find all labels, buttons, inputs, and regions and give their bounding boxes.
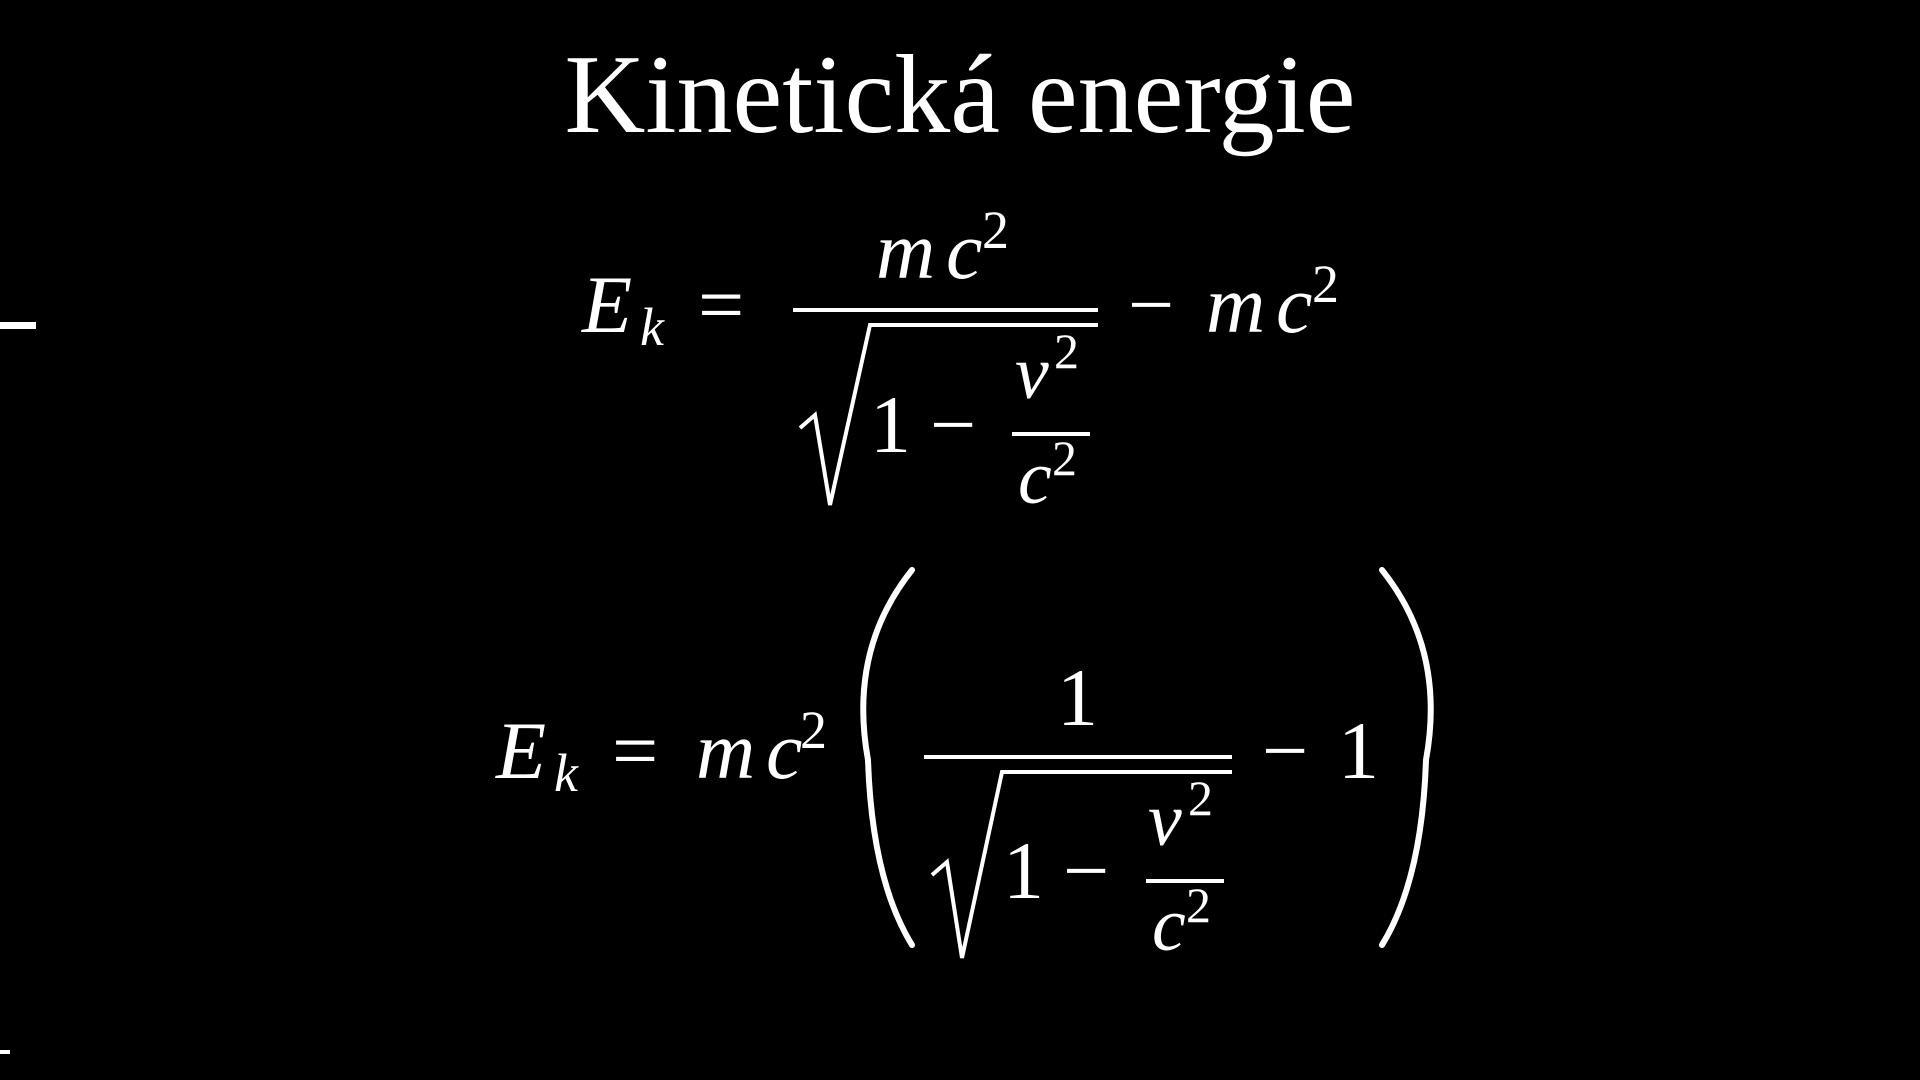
eq2-inner-num-v: v [1148,778,1182,862]
eq2-num-one: 1 [1057,652,1098,743]
eq2-inner-den-c: c [1152,883,1186,967]
eq2-pre-m: m [696,705,755,796]
eq1-lhs-sub: k [640,297,665,357]
eq2-left-paren [860,567,915,948]
eq2-inner-den-exp: 2 [1186,877,1211,933]
left-edge-mark-bottom [0,1050,10,1054]
eq1-num-m: m [876,205,935,296]
eq1-den-minus: − [930,379,976,470]
eq2-pre-exp: 2 [800,700,827,760]
eq1-num-c: c [946,205,982,296]
eq2-den-one: 1 [1003,825,1044,916]
equation-2: E k = m c 2 1 1 − v 2 c 2 − 1 [495,567,1434,967]
eq1-minus: − [1128,259,1174,350]
eq2-sqrt-sign [930,770,1232,959]
eq2-lhs-sub: k [554,743,579,803]
eq2-inner-num-exp: 2 [1188,770,1213,826]
eq1-inner-num-exp: 2 [1054,323,1079,379]
eq1-num-exp: 2 [982,200,1009,260]
eq2-den-minus: − [1063,825,1109,916]
eq1-inner-den-c: c [1018,436,1052,520]
eq2-pre-c: c [766,705,802,796]
eq1-tail-exp: 2 [1312,254,1339,314]
equation-1: E k = m c 2 1 − v 2 c 2 − m c 2 [581,200,1339,520]
slide-title: Kinetická energie [564,33,1356,157]
left-edge-mark-top [0,322,36,329]
eq2-equals: = [612,705,658,796]
eq1-sqrt-sign [798,323,1098,506]
eq2-lhs-var: E [495,705,546,796]
eq1-den-one: 1 [870,379,911,470]
eq1-inner-num-v: v [1015,331,1049,415]
eq1-inner-den-exp: 2 [1052,430,1077,486]
eq1-tail-m: m [1206,259,1265,350]
eq1-lhs-var: E [581,259,632,350]
eq2-tail-one: 1 [1338,705,1379,796]
eq1-tail-c: c [1276,259,1312,350]
eq2-minus: − [1262,705,1308,796]
eq2-right-paren [1379,567,1434,948]
eq1-equals: = [698,259,744,350]
